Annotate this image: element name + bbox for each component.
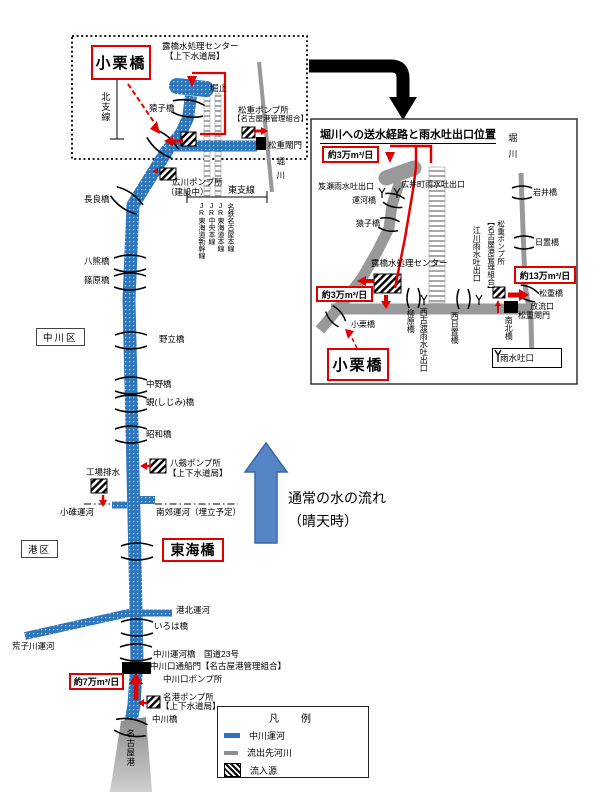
nakagawa-ward-box: 中川区 — [36, 328, 85, 346]
inset-horikawa-label: 堀川 — [507, 133, 518, 165]
showa-bridge-label: 昭和橋 — [146, 429, 172, 439]
horikawa-river-line — [257, 61, 274, 193]
north-branch-label: 北支線 — [100, 92, 111, 122]
meiko-pump-org-label: 【上下水道局】 — [161, 701, 221, 711]
factory-drainage-label: 工場排水 — [86, 467, 121, 477]
discharge-3-left-callout: 約3万m³/日 — [316, 286, 373, 302]
rain-outlet-icon — [494, 349, 502, 362]
nakagawa-bridge-label: 中川橋 — [152, 714, 178, 724]
inset-treatment-center-label: 露橋水処理センター — [371, 258, 448, 268]
inset-saruko-bridge-label: 猿子橋 — [356, 219, 380, 228]
discharge-3-top-callout: 約3万m³/日 — [322, 146, 379, 163]
inset-matsushige-pump-org-label: 【名古屋港管理組合】 — [486, 218, 496, 293]
yanagihara-bridge-label: 柳原橋 — [406, 309, 416, 333]
egawa-outlet-label: 江川雨水吐出口 — [472, 226, 482, 282]
tokai-bridge-callout: 東海橋 — [162, 538, 224, 562]
canal-end-label: 堀止 — [210, 83, 228, 93]
shinohara-bridge-label: 篠原橋 — [84, 275, 110, 285]
treatment-center-label: 露橋水処理センター — [162, 41, 239, 51]
yatsurugi-pump-org-label: 【上下水道局】 — [168, 468, 228, 478]
hirokawa-pump-status-label: （建設中） — [166, 187, 209, 197]
oguri-bridge-callout: 小栗橋 — [91, 45, 151, 80]
nakagawaguchi-pump-label: 中川口ポンプ所 — [163, 674, 223, 684]
legend-item-canal: 中川運河 — [224, 729, 362, 742]
inset-matsushige-pump-label: 松重ポンプ所 — [496, 220, 506, 265]
nagoya-port-label: 名古屋港 — [125, 729, 136, 767]
shijimi-bridge-label: 蜆(しじみ)橋 — [146, 397, 195, 407]
yatsurugi-pump-label: 八剱ポンプ所 — [170, 458, 221, 468]
inflow-boxes — [90, 126, 256, 709]
legend-item-river: 流出先河川 — [224, 746, 362, 759]
saruko-bridge-label: 猿子橋 — [149, 103, 175, 113]
railway-label-tokaido: JR東海道本線 — [217, 203, 225, 252]
discharge-13-callout: 約13万m³/日 — [514, 266, 576, 284]
canal-swatch — [224, 733, 240, 738]
hiroicho-outlet-label: 広井町雨水吐出口 — [401, 180, 465, 189]
iwai-bridge-label: 岩井橋 — [533, 188, 557, 197]
matsushige-lock-label: 松重閘門 — [268, 140, 303, 150]
discharge-7-callout: 約7万m³/日 — [69, 673, 124, 690]
lock-gates — [122, 137, 266, 674]
nanboku-bridge-label: 南北橋 — [504, 316, 514, 340]
discharge-outlet-label: 放流口 — [530, 302, 554, 311]
matsushige-pump-org-label: 【名古屋港管理組合】 — [233, 114, 308, 123]
inset-oguri-callout: 小栗橋 — [327, 348, 389, 381]
nakano-bridge-label: 中野橋 — [146, 379, 172, 389]
legend: 凡 例 中川運河 流出先河川 流入源 — [217, 706, 369, 778]
red-route-main — [99, 71, 268, 707]
nagara-bridge-label: 長良橋 — [84, 194, 110, 204]
hirokawa-pump-label: 広川ポンプ所 — [172, 177, 223, 187]
oise-outlet-label: 笈瀬雨水吐出口 — [318, 182, 374, 191]
matsushige-bridge-label: 松重橋 — [539, 289, 563, 298]
kohoku-canal-label: 港北運河 — [176, 605, 211, 615]
nishi-hioki-bridge-label: 西日置橋 — [450, 312, 460, 344]
flow-label-weather: （晴天時） — [288, 513, 358, 529]
east-branch-label: 東支線 — [228, 185, 256, 195]
legend-item-inflow: 流入源 — [224, 763, 362, 777]
ousu-canal-label: 小碓運河 — [60, 507, 95, 517]
arakogawa-canal-label: 荒子川運河 — [12, 641, 55, 651]
inset-oguri-small-label: 小栗橋 — [351, 320, 375, 329]
treatment-center-org-label: 【上下水道局】 — [165, 51, 225, 61]
minato-ward-box: 港区 — [21, 540, 59, 558]
nanko-canal-label: 南郊運河（埋立予定） — [156, 507, 242, 517]
railway-label-chuo: JR中央本線 — [208, 203, 216, 245]
inset-matsushige-lock-label: 松重閘門 — [518, 311, 550, 320]
horikawa-label: 堀川 — [275, 157, 286, 184]
railway-label-meitetsu: 名鉄名古屋本線 — [227, 203, 235, 252]
red-route-inset — [345, 144, 529, 349]
nishi-furuwatari-outlet-label: 西古渡雨水吐出口 — [419, 308, 429, 372]
nodate-bridge-label: 野立橋 — [159, 334, 185, 344]
yaguma-bridge-label: 八熊橋 — [84, 256, 110, 266]
inflow-swatch — [224, 763, 241, 777]
flow-label: 通常の水の流れ — [288, 490, 386, 506]
inset-pointer-arrow — [309, 59, 417, 120]
nakagawaguchi-gate-label: 中川口通船門【名古屋港管理組合】 — [150, 661, 287, 671]
flow-direction-arrow — [243, 441, 289, 544]
legend-title: 凡 例 — [269, 714, 317, 725]
rain-outlet-legend: 雨水吐口 — [492, 348, 562, 368]
iroha-bridge-label: いろは橋 — [154, 621, 189, 631]
hioki-bridge-label: 日置橋 — [535, 238, 559, 247]
nakagawa-unga-bridge-label: 中川運河橋 国道23号 — [153, 649, 239, 659]
meiko-pump-label: 名港ポンプ所 — [163, 692, 214, 702]
matsushige-pump-label: 松重ポンプ所 — [238, 105, 289, 115]
railway-label-shinkansen: JR東海道新幹線 — [198, 203, 206, 259]
inset-title: 堀川への送水経路と雨水吐出口位置 — [320, 126, 496, 144]
river-swatch — [224, 750, 238, 755]
dotted-detail-frame — [71, 35, 308, 160]
inset-unga-bridge-label: 運河橋 — [352, 196, 376, 205]
